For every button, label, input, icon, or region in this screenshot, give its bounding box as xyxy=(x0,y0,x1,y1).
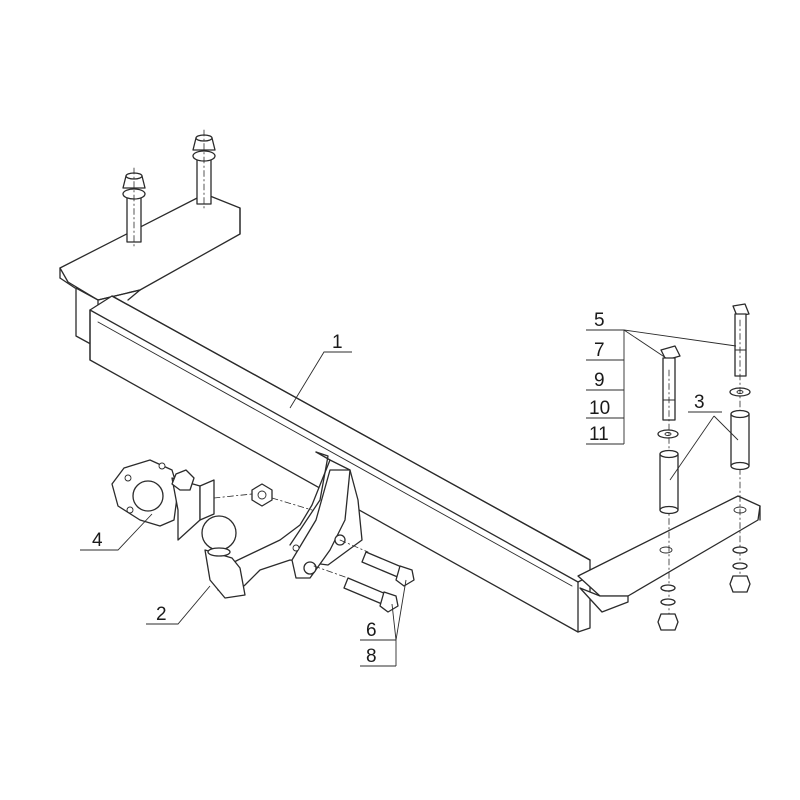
callout-10: 10 xyxy=(589,398,610,419)
callout-4: 4 xyxy=(92,530,103,551)
main-cross-beam xyxy=(89,295,591,633)
callout-3: 3 xyxy=(694,392,705,413)
right-washer-nut-rear xyxy=(729,546,751,593)
left-bracket-bolt-a xyxy=(122,167,146,247)
callout-11: 11 xyxy=(589,424,609,445)
callout-5: 5 xyxy=(594,310,605,331)
callout-7: 7 xyxy=(594,340,605,361)
assembly-axis-lines xyxy=(213,493,369,579)
tow-ball xyxy=(201,515,246,599)
arm-bolt-upper xyxy=(361,551,415,587)
callout-2: 2 xyxy=(156,604,167,625)
callout-1: 1 xyxy=(332,332,343,353)
arm-nut xyxy=(251,483,273,507)
left-bracket-bolt-b xyxy=(192,129,216,209)
ball-mount-arm xyxy=(214,451,363,597)
callout-8: 8 xyxy=(366,646,377,667)
spacer-tube-rear xyxy=(730,409,750,471)
leader-lines xyxy=(80,329,739,667)
callout-6: 6 xyxy=(366,620,377,641)
electric-socket-plate xyxy=(111,459,215,541)
arm-bolt-lower xyxy=(343,577,399,613)
right-washer-nut-front xyxy=(657,584,679,631)
spacer-tube-front xyxy=(659,449,679,515)
callout-9: 9 xyxy=(594,370,605,391)
left-mounting-bracket xyxy=(59,129,241,349)
